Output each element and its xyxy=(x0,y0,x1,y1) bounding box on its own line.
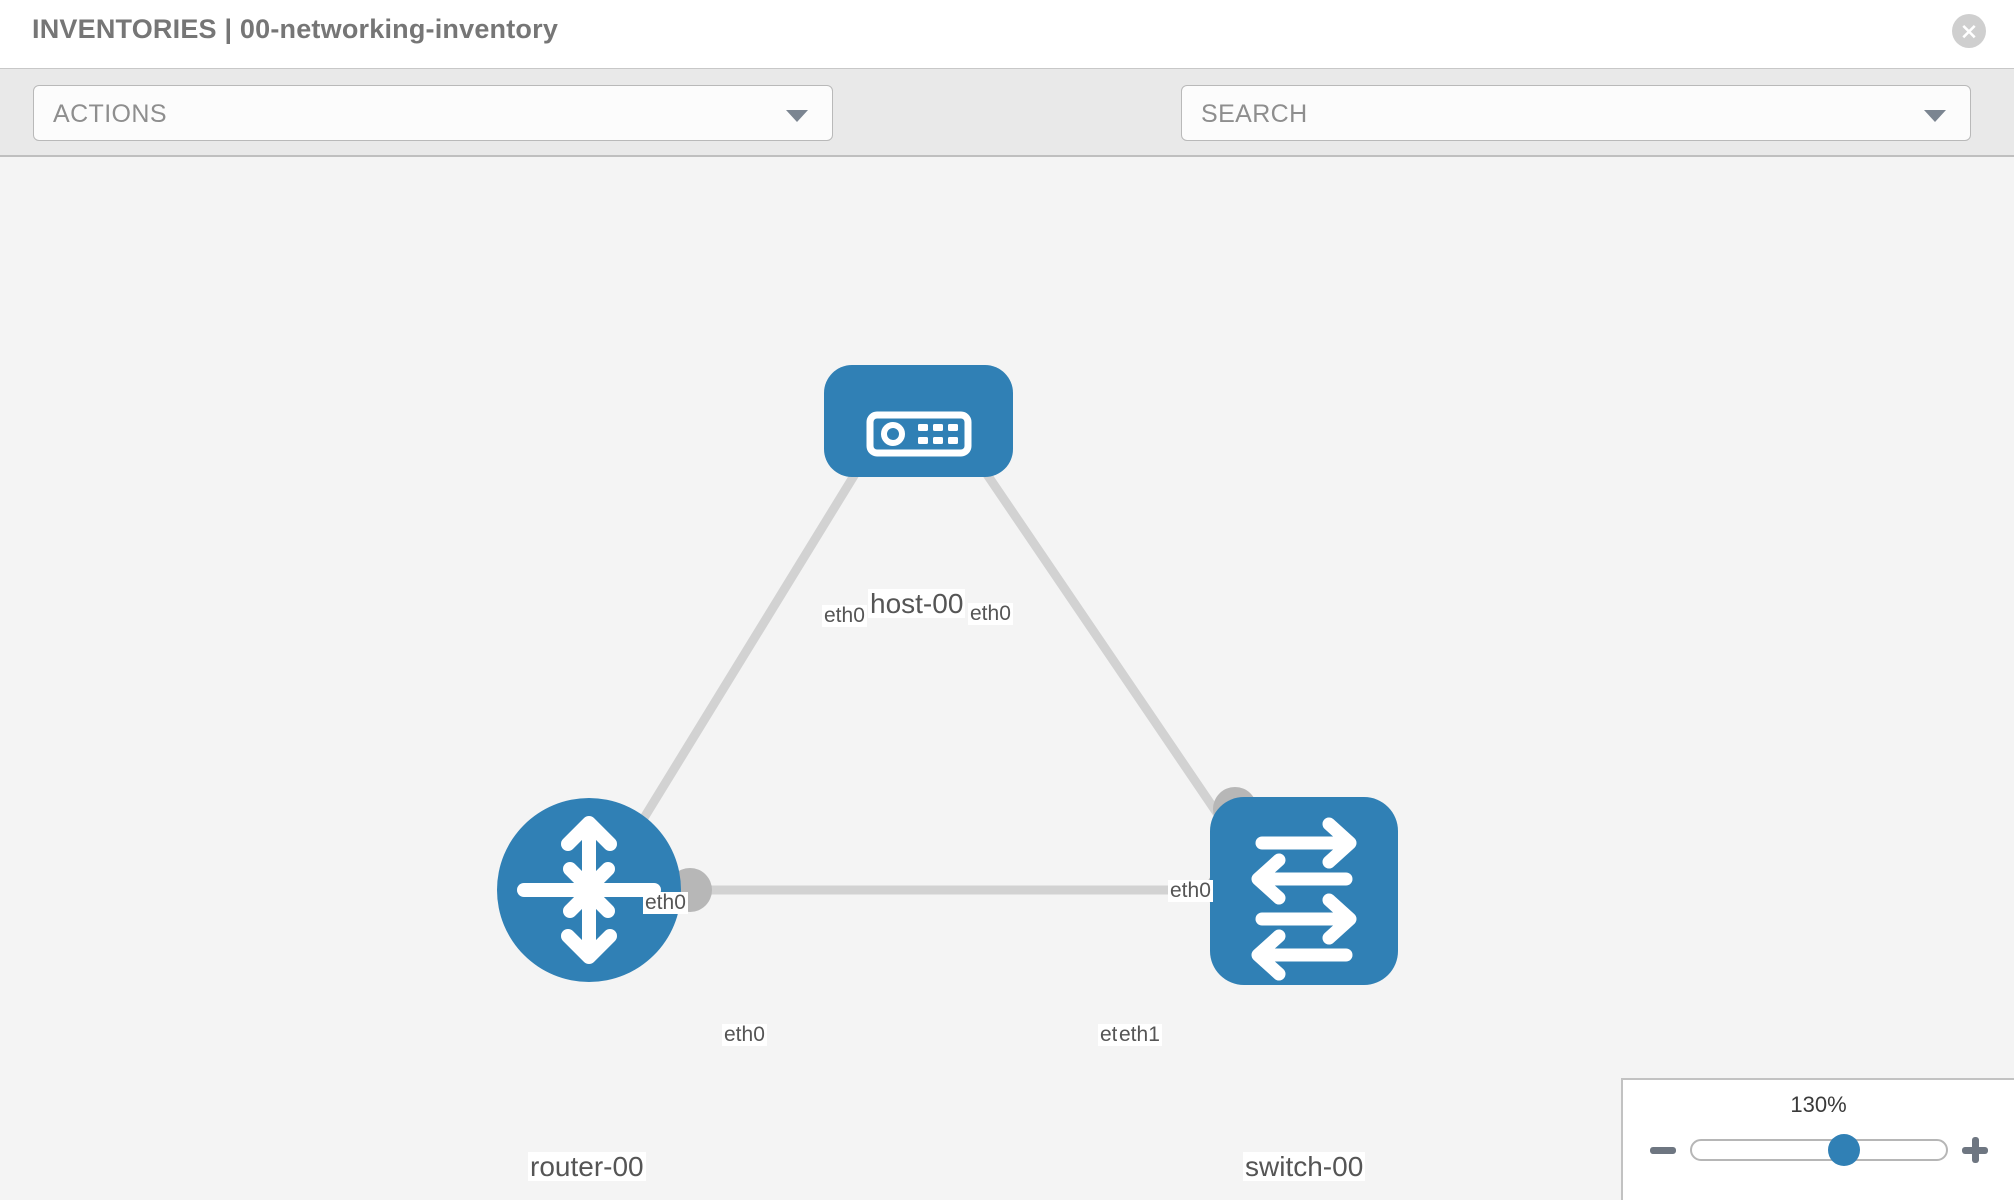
topology-links xyxy=(615,412,1245,895)
node-label-host-00: host-00 xyxy=(868,588,966,619)
node-router-00 xyxy=(497,798,681,982)
page-header: INVENTORIES | 00-networking-inventory xyxy=(0,0,2014,68)
minus-icon[interactable] xyxy=(1649,1146,1676,1154)
zoom-level-value: 130% xyxy=(1790,1092,1847,1117)
iface-label-host-left: eth0 xyxy=(822,604,867,628)
close-icon[interactable] xyxy=(1952,14,1986,48)
actions-dropdown-label: ACTIONS xyxy=(53,100,167,128)
chevron-down-icon xyxy=(786,110,808,122)
iface-label-host-right: eth0 xyxy=(968,602,1013,626)
node-label-router-00: router-00 xyxy=(528,1151,646,1182)
iface-label-router-right: eth0 xyxy=(722,1023,767,1047)
zoom-control-panel: 130% xyxy=(1621,1078,2014,1200)
toolbar: ACTIONS SEARCH xyxy=(0,68,2014,196)
iface-label-switch-up: eth0 xyxy=(1168,879,1213,903)
node-label-switch-00: switch-00 xyxy=(1243,1151,1366,1182)
zoom-slider-row xyxy=(1623,1128,2014,1172)
iface-label-switch-left: eth1 xyxy=(1117,1023,1162,1047)
page-title: INVENTORIES | 00-networking-inventory xyxy=(32,14,559,44)
node-host-00 xyxy=(824,365,1013,477)
node-switch-00 xyxy=(1210,797,1398,985)
search-input[interactable]: SEARCH xyxy=(1181,85,1971,141)
chevron-down-icon xyxy=(1924,110,1946,122)
plus-icon[interactable] xyxy=(1961,1137,1988,1163)
link-host-switch xyxy=(943,412,1245,852)
topology-canvas[interactable]: eth0 host-00 eth0 eth0 eth0 eth0 eth0 et… xyxy=(0,157,2014,1200)
iface-label-router-up: eth0 xyxy=(643,891,688,915)
link-host-router xyxy=(615,412,895,862)
search-input-placeholder: SEARCH xyxy=(1201,100,1308,128)
topology-graph xyxy=(497,365,1398,985)
zoom-slider-handle[interactable] xyxy=(1827,1134,1860,1166)
actions-dropdown[interactable]: ACTIONS xyxy=(33,85,833,141)
zoom-slider[interactable] xyxy=(1689,1134,1948,1166)
